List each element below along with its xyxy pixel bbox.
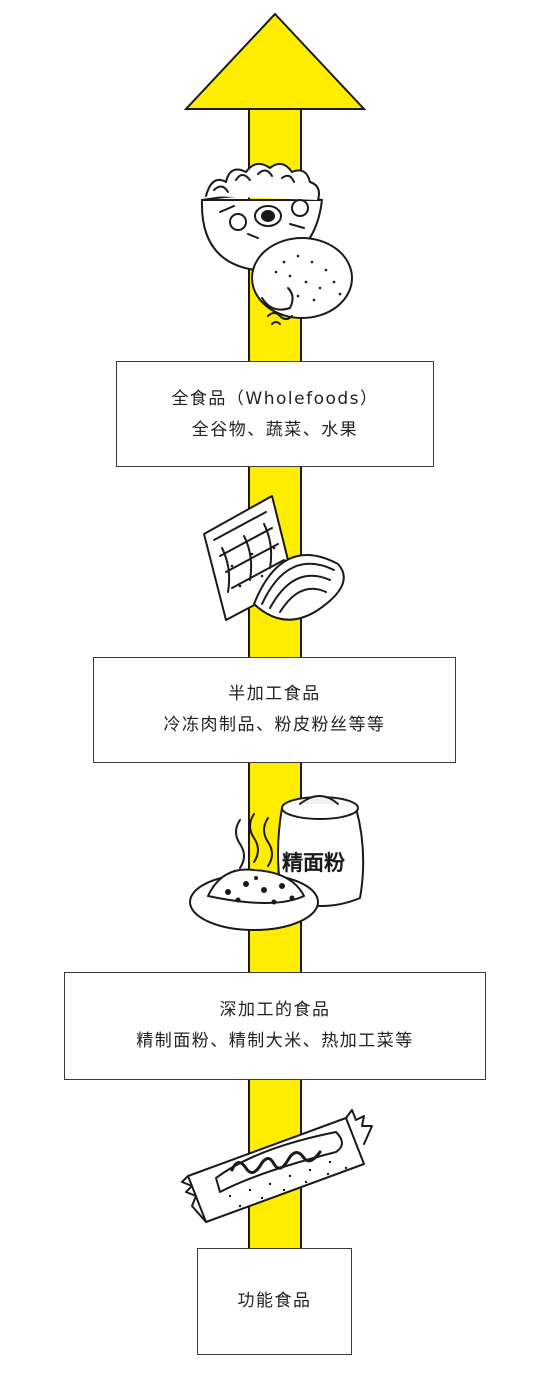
- arrow-head: [183, 12, 367, 110]
- level-subtitle: 全谷物、蔬菜、水果: [191, 420, 359, 440]
- level-title: 深加工的食品: [219, 1000, 331, 1020]
- level-box-wholefoods: 全食品（Wholefoods） 全谷物、蔬菜、水果: [116, 361, 434, 467]
- noodle-package-icon: [203, 495, 345, 621]
- level-subtitle: 精制面粉、精制大米、热加工菜等: [136, 1031, 414, 1051]
- flour-sack-label: 精面粉: [282, 851, 345, 875]
- snack-bar-wrapper-icon: [181, 1109, 373, 1223]
- level-title: 功能食品: [237, 1291, 312, 1311]
- level-box-functional: 功能食品: [197, 1248, 352, 1355]
- level-title: 半加工食品: [228, 684, 321, 704]
- salad-bowl-and-bread-icon: [200, 162, 353, 325]
- flour-sack-and-hot-dish-icon: 精面粉: [189, 795, 365, 931]
- level-box-semi-processed: 半加工食品 冷冻肉制品、粉皮粉丝等等: [93, 657, 456, 763]
- level-box-deep-processed: 深加工的食品 精制面粉、精制大米、热加工菜等: [64, 972, 486, 1080]
- level-subtitle: 冷冻肉制品、粉皮粉丝等等: [163, 715, 386, 735]
- level-title: 全食品（Wholefoods）: [171, 389, 379, 409]
